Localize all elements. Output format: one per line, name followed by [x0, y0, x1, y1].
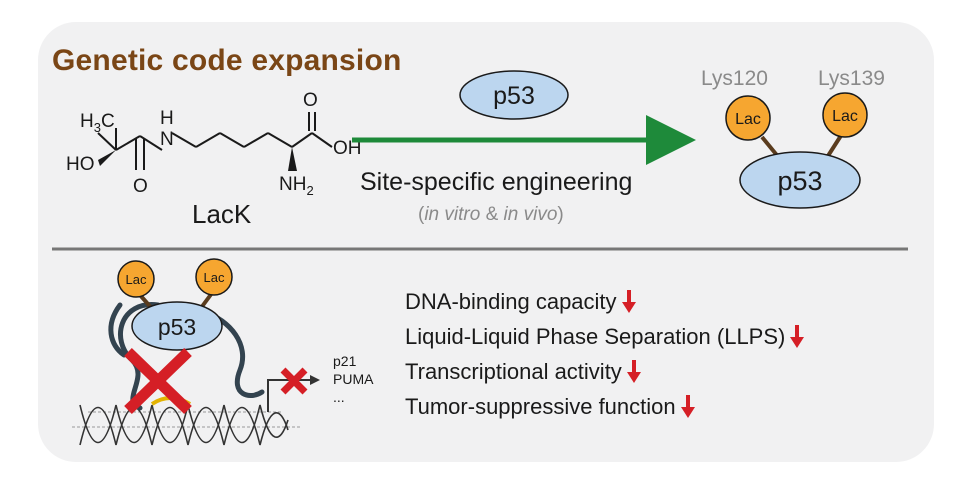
lac-group-bottom-2: Lac [195, 258, 233, 296]
svg-text:p53: p53 [158, 314, 196, 340]
svg-text:O: O [303, 90, 318, 111]
transcription-start-arrow [267, 375, 320, 412]
gene-label: PUMA [333, 371, 374, 387]
bond [291, 132, 313, 148]
bond [171, 132, 197, 148]
p53-top: p53 [459, 70, 569, 120]
svg-text:p53: p53 [493, 82, 535, 110]
decrease-arrow-icon [626, 360, 641, 383]
modified-p53: p53 Lac Lac [725, 92, 868, 209]
bond [97, 132, 117, 151]
p53-bottom: p53 Lac Lac [117, 258, 233, 351]
gene-label: ... [333, 389, 345, 405]
lack-structure [97, 112, 333, 171]
effect-label: Tumor-suppressive function [405, 394, 676, 419]
gene-label: p21 [333, 353, 357, 369]
svg-text:H3C: H3C [80, 111, 115, 135]
svg-text:HO: HO [66, 154, 95, 175]
bond [311, 132, 333, 148]
lac-group-2: Lac [822, 92, 868, 138]
binding-blocked-cross-icon [124, 348, 192, 414]
decrease-arrow-icon [790, 325, 805, 348]
effects-list: DNA-binding capacity Liquid-Liquid Phase… [405, 288, 805, 428]
effect-label: Liquid-Liquid Phase Separation (LLPS) [405, 324, 786, 349]
target-genes: p21 PUMA ... [333, 352, 373, 406]
site-label-2: Lys139 [818, 67, 885, 90]
bond [195, 132, 221, 148]
bond [219, 132, 245, 148]
decrease-arrow-icon [621, 290, 636, 313]
lack-atoms: H3C HO O H N O OH NH2 [66, 90, 362, 198]
transcription-blocked-cross-icon [280, 367, 308, 395]
svg-text:Lac: Lac [204, 270, 225, 285]
lac-group-bottom-1: Lac [117, 260, 155, 298]
arrow-note: (in vitro & in vivo) [418, 204, 564, 225]
svg-text:p53: p53 [777, 166, 822, 196]
svg-text:Lac: Lac [126, 272, 147, 287]
effect-item: Liquid-Liquid Phase Separation (LLPS) [405, 323, 805, 358]
svg-text:H: H [160, 108, 174, 129]
section-heading: Genetic code expansion [52, 44, 402, 77]
lac-group-1: Lac [725, 95, 771, 141]
effect-label: DNA-binding capacity [405, 289, 617, 314]
svg-text:Lac: Lac [735, 111, 761, 128]
arrow-label: Site-specific engineering [360, 168, 633, 196]
svg-text:NH2: NH2 [279, 174, 314, 198]
wedge-bond [98, 150, 116, 166]
bond [243, 132, 269, 148]
svg-text:N: N [160, 129, 174, 150]
svg-text:O: O [133, 176, 148, 197]
effect-item: Transcriptional activity [405, 358, 805, 393]
svg-text:Lac: Lac [832, 108, 858, 125]
effect-label: Transcriptional activity [405, 359, 622, 384]
svg-text:OH: OH [333, 138, 362, 159]
molecule-name: LacK [192, 199, 252, 229]
effect-item: DNA-binding capacity [405, 288, 805, 323]
effect-item: Tumor-suppressive function [405, 393, 805, 428]
bond [267, 132, 293, 148]
wedge-bond [288, 147, 297, 171]
site-label-1: Lys120 [701, 67, 768, 90]
decrease-arrow-icon [680, 395, 695, 418]
